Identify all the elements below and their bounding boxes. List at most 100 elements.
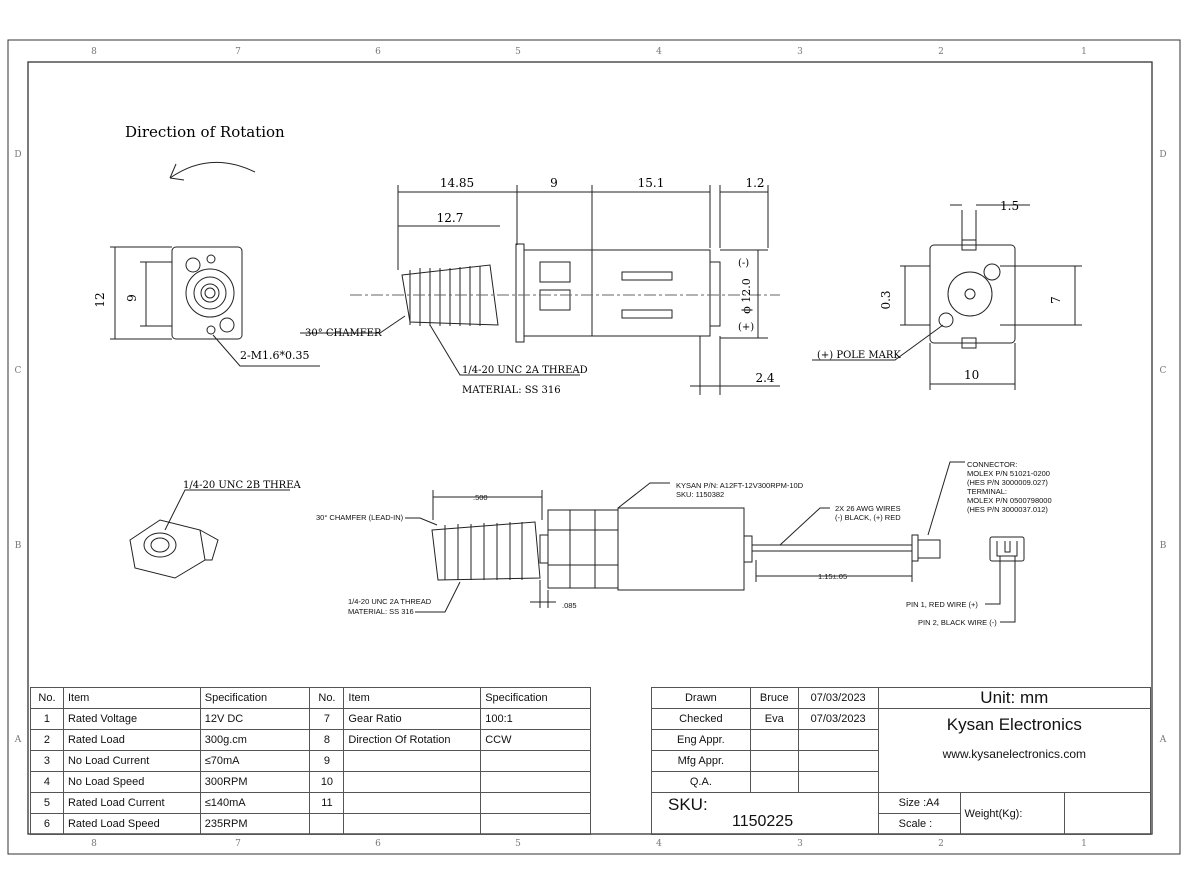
pole-mark-label: (+) POLE MARK: [817, 350, 901, 361]
dim-1-2: 1.2: [745, 176, 764, 190]
dim-0-3: 0.3: [879, 290, 893, 309]
tb-name: [749, 771, 799, 793]
spec-cell: 6: [30, 813, 64, 835]
dim-2-4: 2.4: [755, 371, 774, 385]
tb-date: 07/03/2023: [797, 708, 879, 730]
end-view: [812, 204, 1082, 390]
dim-9: 9: [125, 294, 139, 302]
thread-label: 1/4-20 UNC 2A THREAD: [462, 365, 588, 376]
pin2-label: PIN 2, BLACK WIRE (-): [918, 618, 997, 627]
spec-cell: 3: [30, 750, 64, 772]
minus-terminal-label: (-): [738, 258, 749, 269]
zone-label: C: [15, 366, 22, 376]
dim-diameter: ϕ 12.0: [740, 278, 753, 314]
tb-label: Q.A.: [651, 771, 751, 793]
spec-header-cell: Item: [343, 687, 482, 709]
zone-label: B: [15, 541, 22, 551]
tb-date: [797, 771, 879, 793]
zone-label: D: [1159, 150, 1166, 160]
zone-label: C: [1160, 366, 1167, 376]
zone-label: 2: [938, 47, 944, 57]
spec-cell: 11: [309, 792, 345, 814]
chamfer-label: 30° CHAMFER: [305, 328, 382, 339]
dim-12: 12: [93, 292, 107, 307]
tb-name: [749, 750, 799, 772]
plus-terminal-label: (+): [738, 322, 754, 333]
sku-cell: SKU: 1150225: [651, 792, 879, 835]
spec-cell: 8: [309, 729, 345, 751]
spec-cell: 7: [309, 708, 345, 730]
spec-cell: [343, 771, 482, 793]
spec-cell: Rated Load: [62, 729, 201, 751]
dim-holes: 2-M1.6*0.35: [240, 349, 309, 362]
spec-cell: [343, 813, 482, 835]
spec-cell: [480, 771, 591, 793]
tb-date: [797, 729, 879, 751]
nut-view: [129, 489, 290, 579]
zone-label: 1: [1081, 839, 1087, 849]
spec-cell: 10: [309, 771, 345, 793]
dim-500: .500: [473, 493, 488, 502]
sku-value: 1150225: [732, 813, 794, 830]
zone-label: 4: [656, 47, 662, 57]
spec-header-cell: Specification: [480, 687, 591, 709]
dim-15-1: 15.1: [638, 176, 665, 190]
spec-cell: [480, 792, 591, 814]
spec-cell: 2: [30, 729, 64, 751]
rotation-title: Direction of Rotation: [125, 123, 285, 141]
spec-header-cell: Specification: [199, 687, 311, 709]
spec-cell: ≤140mA: [199, 792, 311, 814]
nut-thread-label: 1/4-20 UNC 2B THREA: [183, 480, 301, 491]
weight-label: Weight(Kg):: [959, 792, 1066, 835]
connector-line: MOLEX P/N 51021-0200: [967, 469, 1050, 478]
tb-date: [797, 750, 879, 772]
tb-name: Bruce: [749, 687, 799, 709]
spec-cell: 235RPM: [199, 813, 311, 835]
spec-cell: Rated Load Speed: [62, 813, 201, 835]
spec-cell: [480, 813, 591, 835]
spec-cell: 300g.cm: [199, 729, 311, 751]
spec-cell: Direction Of Rotation: [343, 729, 482, 751]
dim-085: .085: [562, 601, 577, 610]
connector-line: (HES P/N 3000037.012): [967, 505, 1048, 514]
spec-cell: No Load Current: [62, 750, 201, 772]
company-name: Kysan Electronics: [946, 715, 1082, 734]
tb-label: Drawn: [651, 687, 751, 709]
zone-label: 3: [797, 839, 803, 849]
spec-cell: [343, 792, 482, 814]
zone-label: D: [14, 150, 21, 160]
wires-label: 2X 26 AWG WIRES: [835, 504, 901, 513]
dim-1-5: 1.5: [1000, 199, 1019, 213]
tb-label: Checked: [651, 708, 751, 730]
spec-header-cell: No.: [30, 687, 64, 709]
scale-label: Scale :: [877, 813, 961, 835]
spec-cell: [480, 750, 591, 772]
weight-value: [1064, 792, 1151, 835]
spec-cell: 100:1: [480, 708, 591, 730]
lead-in-chamfer-label: 30° CHAMFER (LEAD-IN): [316, 513, 404, 522]
zone-label: 1: [1081, 47, 1087, 57]
kysan-part-number: KYSAN P/N: A12FT-12V300RPM-10D: [676, 481, 804, 490]
zone-label: 2: [938, 839, 944, 849]
tb-label: Mfg Appr.: [651, 750, 751, 772]
lower-material-label: MATERIAL: SS 316: [348, 607, 414, 616]
zone-label: 6: [375, 47, 381, 57]
sku-label: SKU:: [668, 795, 708, 814]
spec-cell: No Load Speed: [62, 771, 201, 793]
spec-cell: 5: [30, 792, 64, 814]
spec-header-cell: Item: [62, 687, 201, 709]
wires-color-label: (-) BLACK, (+) RED: [835, 513, 901, 522]
company-website: www.kysanelectronics.com: [942, 747, 1086, 761]
dim-9-side: 9: [550, 176, 558, 190]
tb-name: Eva: [749, 708, 799, 730]
spec-cell: [309, 813, 345, 835]
connector-line: CONNECTOR:: [967, 460, 1017, 469]
lower-thread-label: 1/4-20 UNC 2A THREAD: [348, 597, 432, 606]
zone-label: 7: [235, 47, 241, 57]
connector-line: MOLEX P/N 0500798000: [967, 496, 1052, 505]
spec-cell: CCW: [480, 729, 591, 751]
zone-label: 4: [656, 839, 662, 849]
